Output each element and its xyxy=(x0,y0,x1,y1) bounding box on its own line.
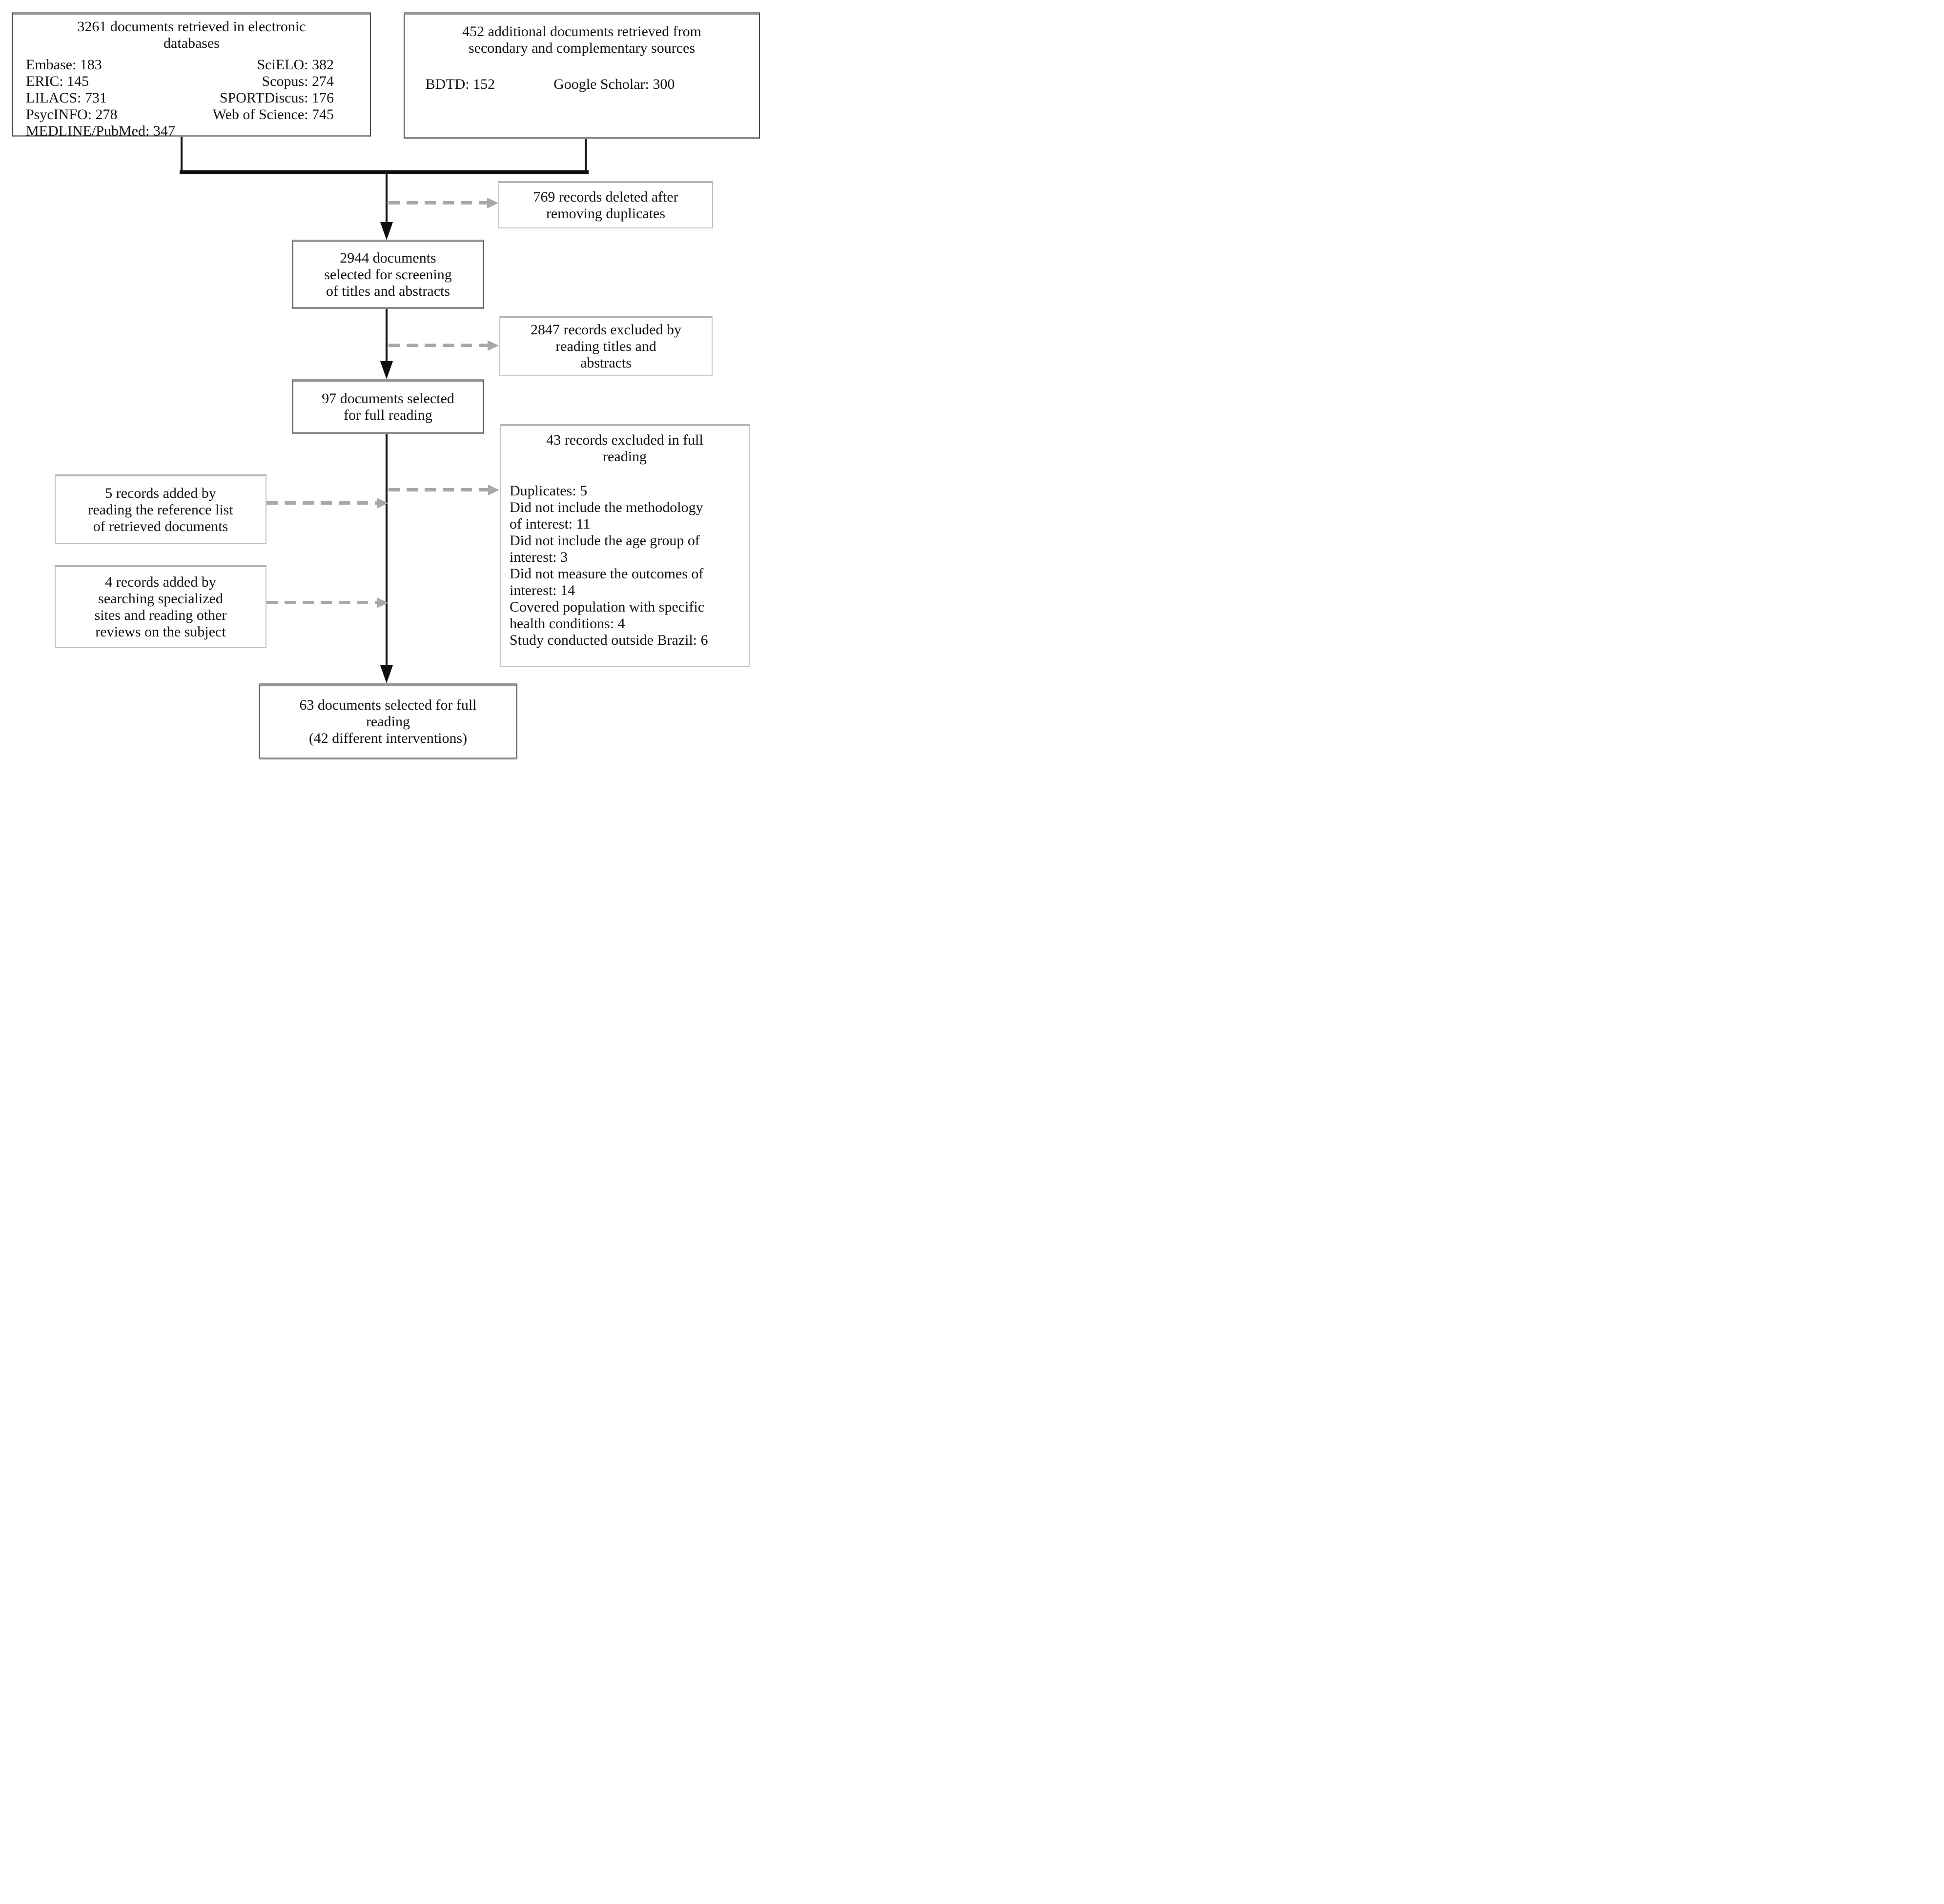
box-final-selection: 63 documents selected for full reading (… xyxy=(259,683,517,759)
added-specialized-text: 4 records added by searching specialized… xyxy=(94,574,227,640)
arrow-to-full-reading-shaft xyxy=(386,309,388,362)
connector-left-stub xyxy=(181,137,183,172)
arrow-to-final-head xyxy=(380,665,393,683)
list-item: Did not measure the outcomes of interest… xyxy=(510,566,704,598)
final-selection-text: 63 documents selected for full reading (… xyxy=(299,696,477,746)
arrow-to-screening-head xyxy=(380,222,393,240)
list-item: Duplicates: 5 xyxy=(510,483,588,499)
arrow-to-full-reading-head xyxy=(380,361,393,379)
dashed-arrow-added-specialized-head xyxy=(377,597,388,608)
list-item: ERIC: 145 xyxy=(26,73,89,89)
list-item: SciELO: 382 xyxy=(257,57,334,73)
box-added-references: 5 records added by reading the reference… xyxy=(55,474,266,544)
list-item: LILACS: 731 xyxy=(26,90,107,106)
electronic-databases-title: 3261 documents retrieved in electronic d… xyxy=(77,19,306,51)
list-item: Covered population with specific health … xyxy=(510,599,705,632)
dashed-arrow-excluded-titles-line xyxy=(389,344,488,347)
list-item: Web of Science: 745 xyxy=(212,106,334,123)
excluded-titles-text: 2847 records excluded by reading titles … xyxy=(530,322,682,371)
list-item: PsycINFO: 278 xyxy=(26,106,118,123)
connector-merge-bar xyxy=(180,170,589,174)
screening-text: 2944 documents selected for screening of… xyxy=(324,249,452,299)
dashed-arrow-excluded-full-line xyxy=(389,488,488,491)
dashed-arrow-excluded-titles-head xyxy=(488,340,499,351)
dashed-arrow-added-references-line xyxy=(266,501,377,505)
dashed-arrow-added-specialized-line xyxy=(266,601,377,604)
excluded-full-reading-title: 43 records excluded in full reading xyxy=(546,432,703,465)
arrow-to-screening-shaft xyxy=(386,174,388,223)
box-duplicates-removed: 769 records deleted after removing dupli… xyxy=(498,181,713,228)
list-item: SPORTDiscus: 176 xyxy=(219,90,334,106)
box-full-reading: 97 documents selected for full reading xyxy=(292,379,484,434)
list-item: Embase: 183 xyxy=(26,57,102,73)
duplicates-removed-text: 769 records deleted after removing dupli… xyxy=(533,188,678,222)
list-item: Did not include the age group of interes… xyxy=(510,532,700,565)
connector-right-stub xyxy=(585,139,587,172)
dashed-arrow-excluded-full-head xyxy=(488,485,499,495)
box-secondary-sources: 452 additional documents retrieved from … xyxy=(404,12,760,139)
prisma-flow-diagram: 3261 documents retrieved in electronic d… xyxy=(0,0,778,761)
box-added-specialized: 4 records added by searching specialized… xyxy=(55,565,266,648)
list-item: MEDLINE/PubMed: 347 xyxy=(26,123,175,139)
dashed-arrow-duplicates-head xyxy=(487,198,498,208)
list-item: BDTD: 152 xyxy=(425,76,495,92)
box-screening: 2944 documents selected for screening of… xyxy=(292,240,484,309)
list-item: Google Scholar: 300 xyxy=(553,76,675,92)
full-reading-text: 97 documents selected for full reading xyxy=(322,390,454,423)
list-item: Scopus: 274 xyxy=(262,73,334,89)
box-electronic-databases: 3261 documents retrieved in electronic d… xyxy=(12,12,371,140)
dashed-arrow-added-references-head xyxy=(377,498,388,509)
box-excluded-full-reading: 43 records excluded in full reading Dupl… xyxy=(500,424,750,667)
arrow-to-final-shaft xyxy=(386,434,388,666)
added-references-text: 5 records added by reading the reference… xyxy=(88,485,233,534)
list-item: Study conducted outside Brazil: 6 xyxy=(510,632,708,648)
box-excluded-titles: 2847 records excluded by reading titles … xyxy=(499,316,713,376)
dashed-arrow-duplicates-line xyxy=(389,201,487,205)
secondary-sources-title: 452 additional documents retrieved from … xyxy=(462,23,701,56)
secondary-source-counts: BDTD: 152 Google Scholar: 300 xyxy=(405,76,759,93)
list-item: Did not include the methodology of inter… xyxy=(510,499,703,532)
